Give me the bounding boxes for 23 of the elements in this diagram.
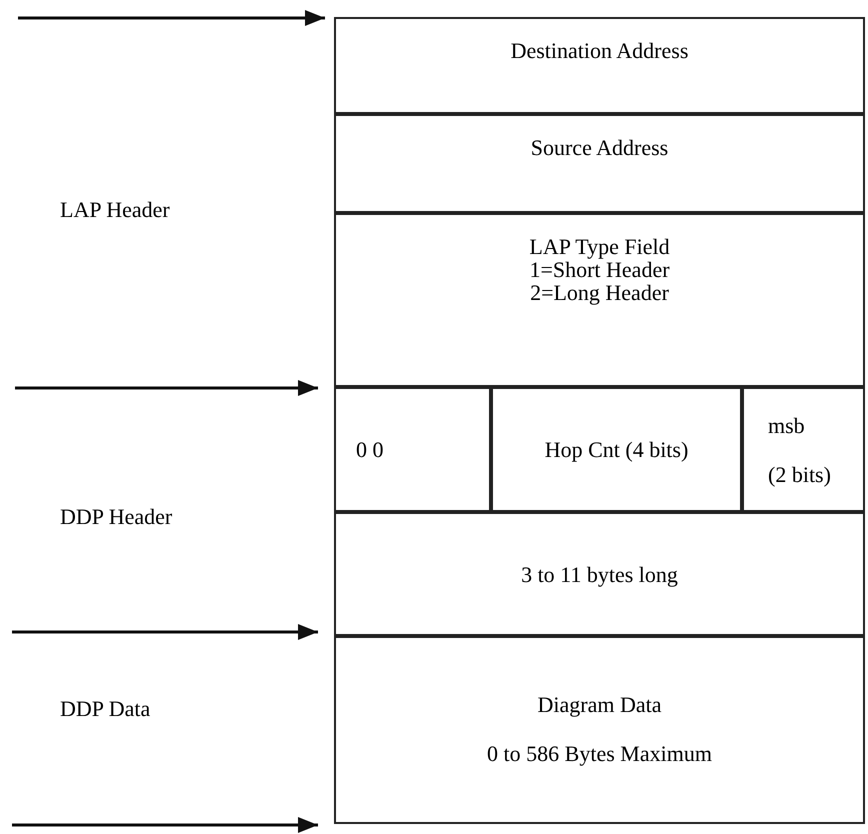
field-text: LAP Type Field — [529, 235, 670, 258]
field-text: Hop Cnt (4 bits) — [544, 436, 688, 464]
field-text: Destination Address — [510, 39, 688, 62]
packet-field — [742, 387, 865, 512]
section-label: DDP Header — [60, 503, 172, 531]
field-text: 0 to 586 Bytes Maximum — [487, 740, 712, 768]
packet-field — [334, 17, 865, 114]
packet-field — [334, 114, 865, 213]
field-text: Source Address — [530, 136, 668, 160]
packet-field — [491, 387, 742, 512]
field-text: 2=Long Header — [530, 281, 669, 304]
field-text: 3 to 11 bytes long — [521, 560, 678, 589]
field-text: (2 bits) — [768, 460, 831, 488]
field-text: 1=Short Header — [529, 258, 670, 282]
packet-field — [334, 636, 865, 824]
field-text: Diagram Data — [538, 691, 662, 719]
field-text: 0 0 — [356, 436, 384, 464]
packet-field — [334, 512, 865, 636]
section-label: LAP Header — [60, 196, 170, 224]
section-label: DDP Data — [60, 695, 150, 723]
packet-field — [334, 387, 491, 512]
field-text: msb — [768, 412, 805, 440]
packet-field — [334, 213, 865, 387]
